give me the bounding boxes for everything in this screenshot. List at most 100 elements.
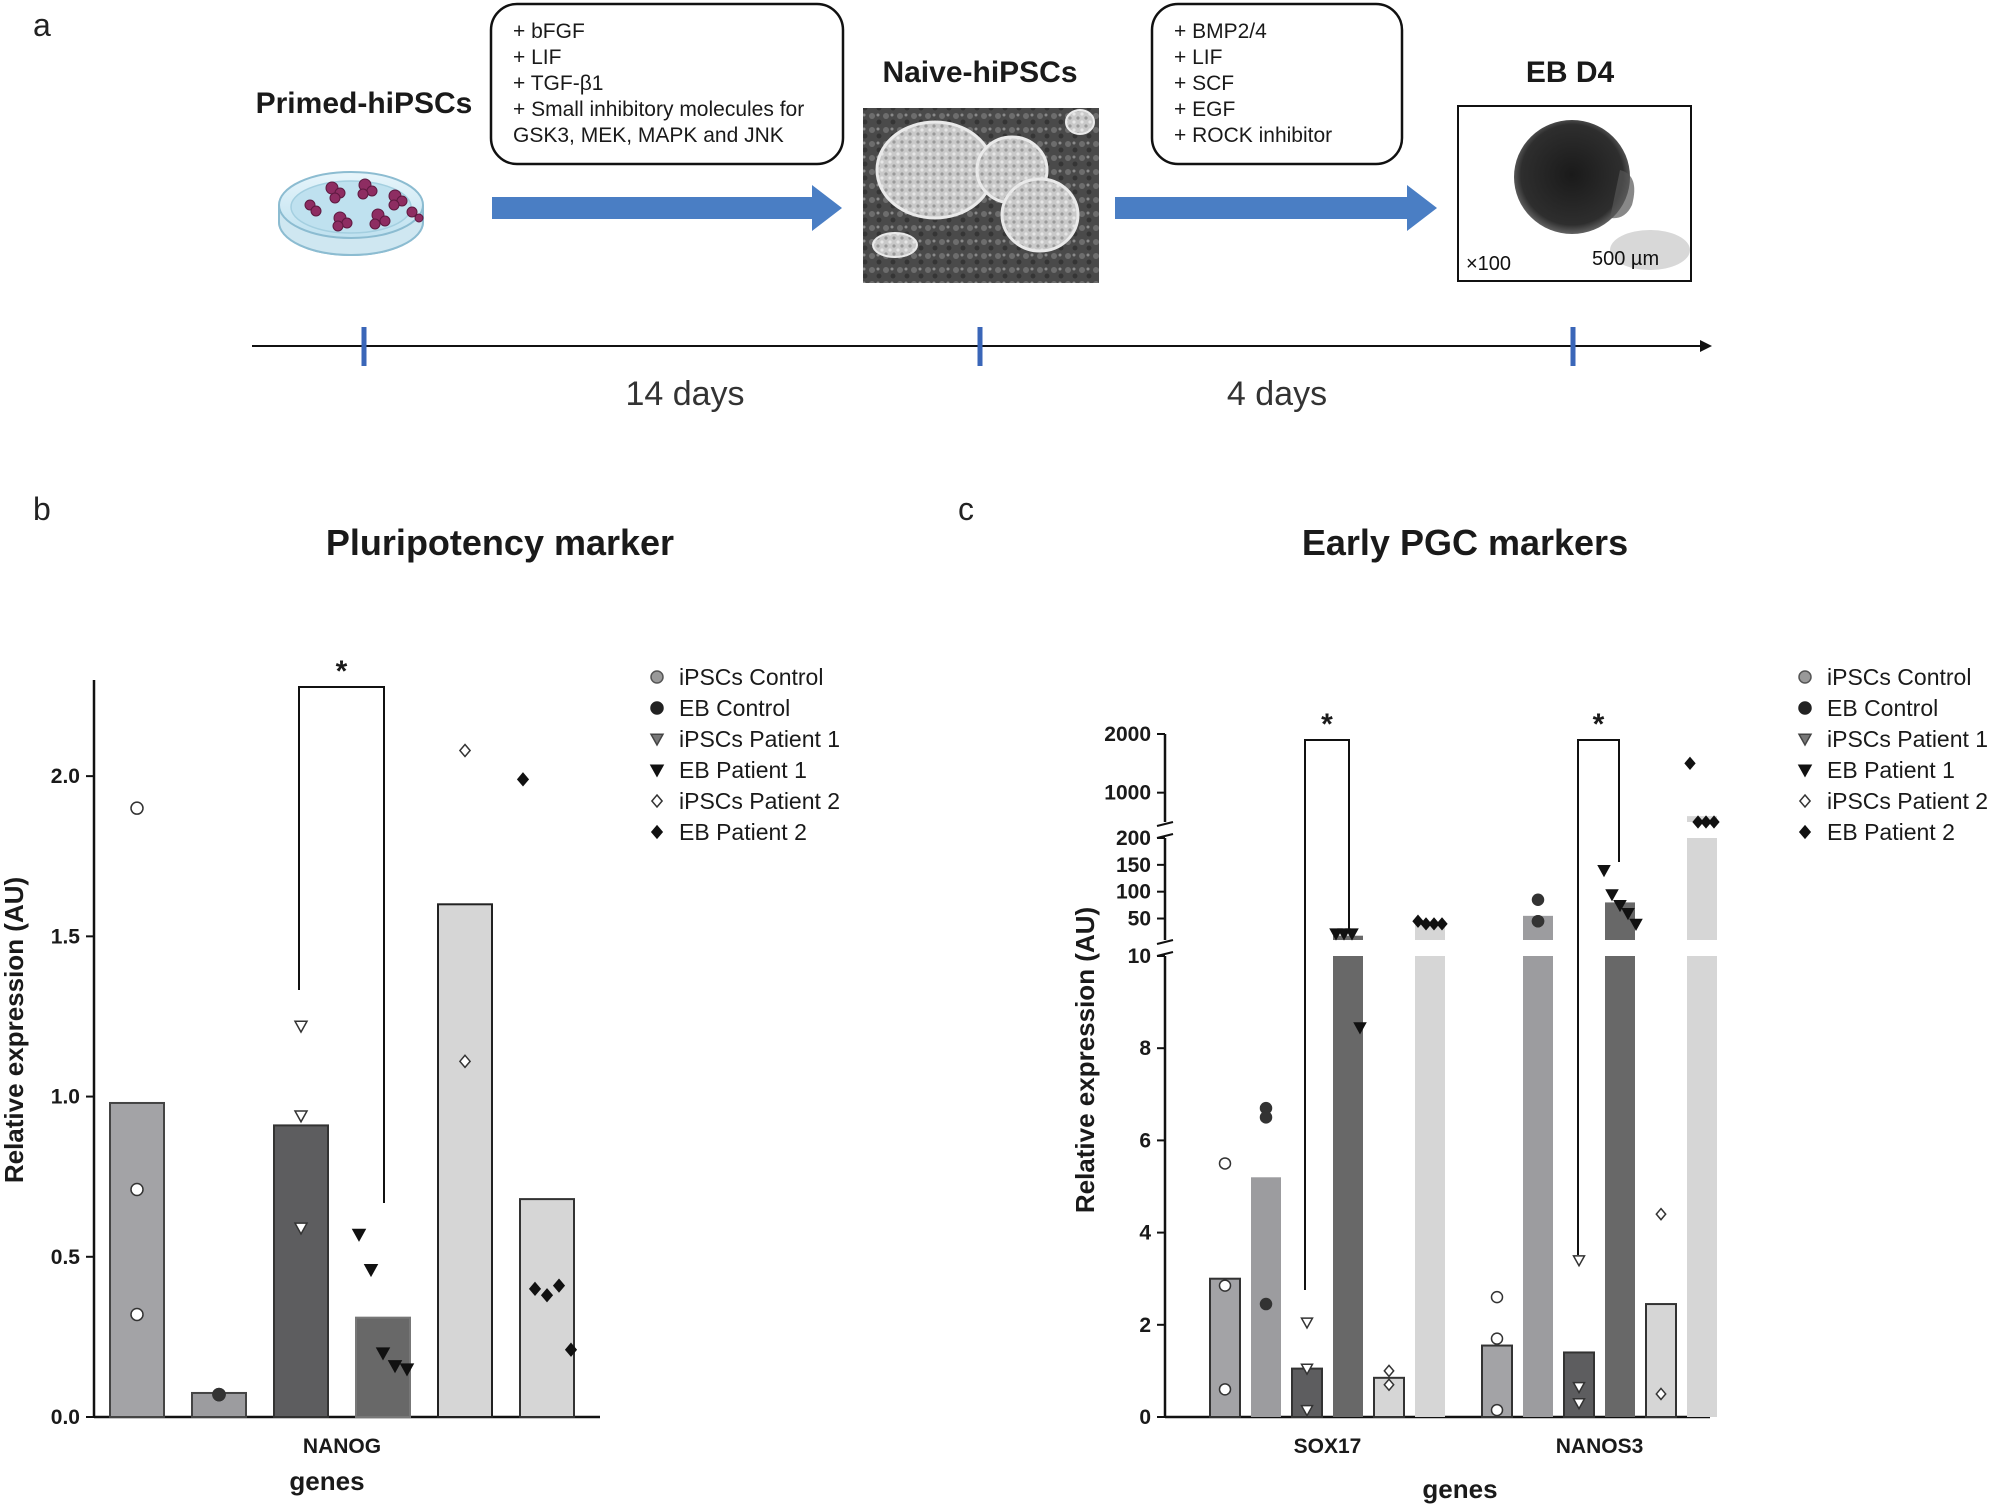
box1-line-4: + Small inhibitory molecules for: [513, 98, 804, 121]
chart-c-significance-star: *: [1593, 708, 1605, 741]
chart-c-bar-eb-control: [1251, 1177, 1281, 1417]
chart-c-point-eb-patient-2: [1436, 917, 1448, 931]
box1-line-3: + TGF-β1: [513, 72, 603, 95]
panel-c: c Early PGC markers 02468105010015020010…: [958, 491, 1988, 1504]
chart-c-point-eb-control: [1531, 893, 1545, 906]
chart-b-point-ipscs-patient-2: [458, 1054, 472, 1069]
chart-c-point-ipscs-control: [1490, 1332, 1504, 1345]
chart-c-point-eb-patient-2: [1708, 815, 1720, 829]
chart-c-point-ipscs-control: [1490, 1403, 1504, 1417]
chart-c-category-label: NANOS3: [1556, 1435, 1644, 1458]
legend-label-eb-patient-1: EB Patient 1: [679, 757, 807, 783]
chart-b-point-eb-patient-2: [564, 1342, 578, 1357]
chart-c-point-eb-patient-1: [1353, 1022, 1367, 1035]
chart-b-bar-ipscs-patient-1: [273, 1124, 329, 1418]
naive-hipsc-micrograph: [863, 108, 1099, 283]
duration-4-days: 4 days: [1227, 375, 1327, 413]
chart-c-title: Early PGC markers: [1302, 522, 1628, 563]
chart-c-ytick-label: 150: [1116, 854, 1151, 877]
legend-label-eb-patient-1: EB Patient 1: [1827, 757, 1955, 783]
chart-c-point-ipscs-patient-1: [1300, 1363, 1314, 1376]
chart-c-axis-break: [1156, 939, 1174, 945]
chart-c-bar-segment: [1415, 923, 1445, 940]
legend-label-eb-control: EB Control: [679, 695, 790, 721]
box2-line-1: + BMP2/4: [1174, 20, 1267, 43]
chart-c-bar-eb-patient-1: [1333, 956, 1363, 1417]
chart-b-point-ipscs-control: [130, 1307, 144, 1322]
chart-c-point-eb-patient-1: [1613, 899, 1627, 913]
chart-c-point-eb-patient-1: [1345, 928, 1359, 941]
panel-a: a Primed-hiPSCs Naive-hiPSCs EB D4 + bFG…: [33, 2, 1712, 413]
medium-box-1: + bFGF + LIF + TGF-β1 + Small inhibitory…: [489, 2, 845, 166]
stage-eb-label: EB D4: [1526, 56, 1615, 89]
chart-c-bar-eb-patient-1: [1605, 956, 1635, 1417]
box2-line-5: + ROCK inhibitor: [1174, 124, 1332, 147]
chart-c-bar-segment: [1687, 816, 1717, 822]
chart-c-point-eb-control: [1259, 1111, 1273, 1124]
legend-label-ipscs-patient-2: iPSCs Patient 2: [1827, 788, 1988, 814]
chart-c-ytick-label: 50: [1128, 908, 1151, 931]
chart-c-point-ipscs-patient-1: [1572, 1255, 1586, 1268]
legend-label-eb-control: EB Control: [1827, 695, 1938, 721]
chart-c-ytick-label: 100: [1116, 881, 1151, 904]
box1-line-2: + LIF: [513, 46, 561, 69]
chart-b-xlabel: genes: [289, 1466, 364, 1496]
legend-marker-ipscs-control: [1798, 670, 1812, 684]
legend-label-ipscs-patient-1: iPSCs Patient 1: [679, 726, 840, 752]
chart-b-category-label: NANOG: [303, 1435, 381, 1458]
panel-b-letter: b: [33, 491, 51, 527]
legend-marker-eb-patient-2: [650, 824, 664, 840]
legend-marker-eb-patient-2: [1798, 824, 1812, 840]
box1-line-1: + bFGF: [513, 20, 585, 43]
legend-label-eb-patient-2: EB Patient 2: [1827, 819, 1955, 845]
chart-b-bar-eb-patient-2: [519, 1198, 575, 1419]
legend-marker-ipscs-patient-2: [1798, 793, 1812, 809]
legend-marker-ipscs-patient-1: [649, 733, 665, 747]
panel-b: b Pluripotency marker 0.00.51.01.52.0NAN…: [0, 491, 840, 1496]
chart-c-ytick-label: 1000: [1104, 782, 1151, 805]
chart-c-point-ipscs-control: [1490, 1290, 1504, 1304]
chart-c-bar-segment: [1687, 838, 1717, 940]
chart-c-axis-break: [1156, 821, 1174, 827]
chart-c-point-eb-patient-1: [1329, 928, 1343, 941]
chart-c-ytick-label: 6: [1139, 1129, 1151, 1152]
chart-c-point-eb-patient-2: [1684, 756, 1696, 770]
chart-b-point-eb-patient-2: [516, 772, 530, 787]
chart-b-ytick-label: 1.0: [51, 1086, 80, 1109]
chart-c-bar-eb-patient-2: [1415, 956, 1445, 1417]
chart-b-point-ipscs-control: [130, 1182, 144, 1197]
chart-b-point-eb-patient-1: [375, 1347, 391, 1361]
stage-naive-label: Naive-hiPSCs: [882, 56, 1077, 89]
timeline: 14 days 4 days: [252, 327, 1712, 413]
duration-14-days: 14 days: [625, 375, 744, 413]
chart-c-ytick-label: 2: [1139, 1314, 1151, 1337]
chart-c-point-eb-patient-1: [1597, 865, 1611, 878]
chart-b-point-eb-patient-2: [540, 1288, 554, 1303]
chart-c-point-ipscs-patient-2: [1655, 1207, 1667, 1221]
chart-c-ytick-label: 4: [1139, 1222, 1151, 1245]
chart-c-bar-eb-patient-2: [1687, 956, 1717, 1417]
chart-c-ytick-label: 2000: [1104, 723, 1151, 746]
box2-line-4: + EGF: [1174, 98, 1235, 121]
box2-line-2: + LIF: [1174, 46, 1222, 69]
chart-c-point-ipscs-patient-1: [1300, 1404, 1314, 1418]
chart-c-significance-star: *: [1321, 708, 1333, 741]
legend-marker-ipscs-control: [650, 670, 664, 684]
panel-c-letter: c: [958, 491, 974, 527]
legend-marker-ipscs-patient-1: [1797, 733, 1813, 747]
box1-line-5: GSK3, MEK, MAPK and JNK: [513, 124, 784, 147]
chart-c-ylabel: Relative expression (AU): [1070, 907, 1100, 1213]
chart-b-title: Pluripotency marker: [326, 522, 674, 563]
chart-c-xlabel: genes: [1422, 1474, 1497, 1504]
legend-marker-eb-patient-1: [1797, 764, 1813, 778]
chart-c-bar-segment: [1333, 935, 1363, 940]
legend-marker-eb-control: [650, 701, 664, 715]
chart-c-ytick-label: 10: [1128, 945, 1151, 968]
chart-c-point-ipscs-patient-2: [1655, 1387, 1667, 1401]
arrow-1: [492, 185, 842, 231]
eb-scalebar-label: 500 µm: [1592, 248, 1659, 270]
chart-c-point-eb-patient-1: [1629, 918, 1643, 931]
legend-label-ipscs-control: iPSCs Control: [1827, 664, 1971, 690]
